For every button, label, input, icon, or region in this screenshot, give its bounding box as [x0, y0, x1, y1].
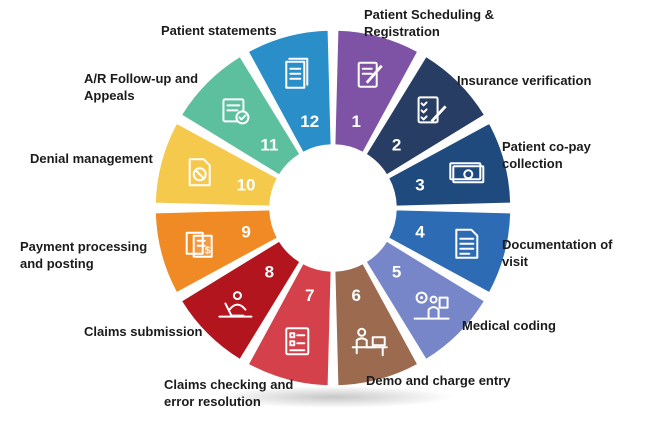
statement-icon: [285, 57, 309, 89]
step-9-segment: $9: [154, 208, 279, 294]
step-12-number: 12: [300, 112, 319, 131]
step-10-segment: 10: [154, 122, 279, 208]
step-7-number: 7: [305, 286, 314, 305]
step-4-wedge: [387, 208, 512, 294]
step-1-segment: 1: [333, 29, 419, 154]
step-9-label: Payment processing and posting: [20, 239, 148, 271]
step-6-label: Demo and charge entry: [366, 373, 511, 388]
step-6-segment: 6: [333, 262, 419, 387]
cash-icon: [449, 162, 485, 184]
step-8-segment: 8: [180, 240, 301, 361]
step-1-wedge: [333, 29, 419, 154]
step-2-segment: 2: [365, 55, 486, 176]
step-1-number: 1: [352, 112, 361, 131]
form-pen-icon: [357, 61, 383, 88]
step-4-number: 4: [415, 222, 425, 241]
step-4-label: Documentation of visit: [502, 237, 613, 269]
step-11-segment: 11: [180, 55, 301, 176]
step-8-number: 8: [265, 263, 274, 282]
step-12-label: Patient statements: [161, 23, 277, 38]
step-9-number: 9: [241, 222, 250, 241]
desk-worker-icon: [351, 327, 388, 357]
step-2-label: Insurance verification: [457, 73, 592, 88]
step-3-number: 3: [415, 176, 424, 195]
step-11-number: 11: [260, 135, 278, 154]
step-5-segment: 5: [365, 240, 486, 361]
approved-form-icon: [222, 98, 250, 125]
step-12-wedge: [247, 29, 333, 154]
step-3-segment: 3: [387, 122, 512, 208]
step-5-label: Medical coding: [462, 318, 556, 333]
laptop-worker-icon: [218, 291, 253, 318]
step-2-number: 2: [392, 135, 401, 154]
step-10-label: Denial management: [30, 151, 153, 166]
step-8-wedge: [180, 240, 301, 361]
step-7-wedge: [247, 262, 333, 387]
step-7-segment: 7: [247, 262, 333, 387]
step-5-number: 5: [392, 263, 401, 282]
step-2-wedge: [365, 55, 486, 176]
step-10-number: 10: [237, 176, 256, 195]
coder-workstation-icon: [413, 291, 450, 320]
step-3-label: Patient co-pay collection: [502, 139, 591, 171]
step-7-label: Claims checking and error resolution: [164, 377, 294, 409]
claim-form-icon: [285, 327, 310, 356]
document-icon: [455, 228, 479, 259]
step-4-segment: 4: [387, 208, 512, 294]
step-10-wedge: [154, 122, 279, 208]
step-11-label: A/R Follow-up and Appeals: [84, 71, 199, 103]
checklist-pen-icon: [417, 96, 447, 124]
segments: 1 2 3 4 5: [154, 29, 512, 387]
step-1-label: Patient Scheduling & Registration: [364, 7, 495, 39]
invoice-icon: $: [185, 231, 213, 258]
step-12-segment: 12: [247, 29, 333, 154]
step-6-number: 6: [352, 286, 361, 305]
denied-document-icon: [188, 158, 211, 187]
svg-text:$: $: [205, 246, 211, 257]
step-9-wedge: [154, 208, 279, 294]
step-8-label: Claims submission: [84, 324, 203, 339]
step-6-wedge: [333, 262, 419, 387]
wheel-shadow: [213, 386, 453, 408]
